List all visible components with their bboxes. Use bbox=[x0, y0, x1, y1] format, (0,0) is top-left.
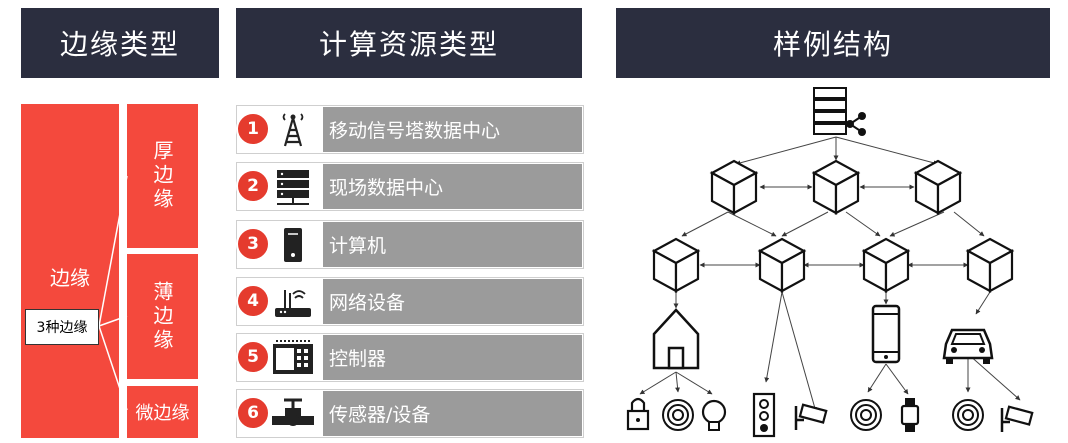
resource-row-3: 计算机 bbox=[236, 220, 584, 269]
edge-main-label: 边缘 bbox=[50, 266, 90, 290]
thin-edge-label: 薄边缘 bbox=[150, 280, 174, 353]
thick-edge-block: 厚边缘 bbox=[127, 104, 198, 248]
edge-main-block: 边缘 bbox=[21, 104, 119, 438]
node-cube-icon bbox=[652, 237, 700, 293]
computer-tower-icon bbox=[265, 222, 321, 267]
resource-label-6: 传感器/设备 bbox=[329, 404, 431, 426]
router-icon bbox=[265, 279, 321, 324]
header-sample-structure: 样例结构 bbox=[616, 8, 1050, 78]
micro-edge-label: 微边缘 bbox=[135, 403, 190, 424]
three-edges-label: 3种边缘 bbox=[36, 320, 88, 336]
node-cube-icon bbox=[758, 237, 806, 293]
resource-row-4: 网络设备 bbox=[236, 277, 584, 326]
car-icon bbox=[942, 328, 994, 364]
resource-label-5: 控制器 bbox=[329, 348, 387, 370]
resource-number-6: 6 bbox=[236, 396, 270, 430]
edge-connector-lines bbox=[98, 175, 128, 411]
node-cube-icon bbox=[812, 159, 860, 215]
traffic-light-icon bbox=[752, 392, 776, 438]
resource-label-2: 现场数据中心 bbox=[329, 177, 444, 199]
resource-row-5: 控制器 bbox=[236, 333, 584, 382]
valve-sensor-icon bbox=[265, 391, 321, 436]
sensor-target-icon bbox=[952, 399, 984, 431]
resource-row-1: 移动信号塔数据中心 bbox=[236, 105, 584, 154]
smartphone-icon bbox=[871, 304, 901, 364]
diagram-connectors bbox=[639, 136, 1021, 413]
header-edge-types: 边缘类型 bbox=[21, 8, 219, 78]
smartwatch-icon bbox=[900, 398, 920, 432]
header-edge-types-text: 边缘类型 bbox=[59, 28, 180, 61]
resource-row-2: 现场数据中心 bbox=[236, 162, 584, 211]
resource-label-1: 移动信号塔数据中心 bbox=[329, 120, 501, 142]
micro-edge-block: 微边缘 bbox=[127, 386, 198, 438]
thin-edge-block: 薄边缘 bbox=[127, 254, 198, 379]
server-share-icon bbox=[813, 87, 866, 136]
resource-row-6: 传感器/设备 bbox=[236, 389, 584, 438]
sample-structure-diagram bbox=[626, 87, 1034, 438]
house-icon bbox=[652, 308, 700, 370]
resource-number-3: 3 bbox=[236, 227, 270, 261]
header-compute-types: 计算资源类型 bbox=[236, 8, 582, 78]
sensor-target-icon bbox=[850, 399, 882, 431]
resource-number-4: 4 bbox=[236, 284, 270, 318]
resource-number-5: 5 bbox=[236, 340, 270, 374]
node-cube-icon bbox=[862, 237, 910, 293]
node-cube-icon bbox=[710, 159, 758, 215]
node-cube-icon bbox=[966, 237, 1014, 293]
security-camera-icon bbox=[1000, 405, 1034, 432]
thick-edge-label: 厚边缘 bbox=[150, 140, 174, 212]
resource-number-2: 2 bbox=[236, 169, 270, 203]
security-camera-icon bbox=[794, 403, 828, 430]
sensor-target-icon bbox=[662, 399, 694, 431]
controller-icon bbox=[265, 335, 321, 380]
resource-label-3: 计算机 bbox=[329, 235, 387, 257]
node-cube-icon bbox=[914, 159, 962, 215]
resource-number-1: 1 bbox=[236, 112, 270, 146]
light-bulb-icon bbox=[701, 399, 727, 431]
three-edges-box: 3种边缘 bbox=[25, 309, 99, 345]
header-sample-structure-text: 样例结构 bbox=[772, 28, 893, 61]
lock-icon bbox=[626, 397, 650, 431]
cell-tower-icon bbox=[265, 107, 321, 152]
resource-label-4: 网络设备 bbox=[329, 292, 406, 314]
header-compute-types-text: 计算资源类型 bbox=[318, 28, 499, 61]
server-rack-icon bbox=[265, 164, 321, 209]
